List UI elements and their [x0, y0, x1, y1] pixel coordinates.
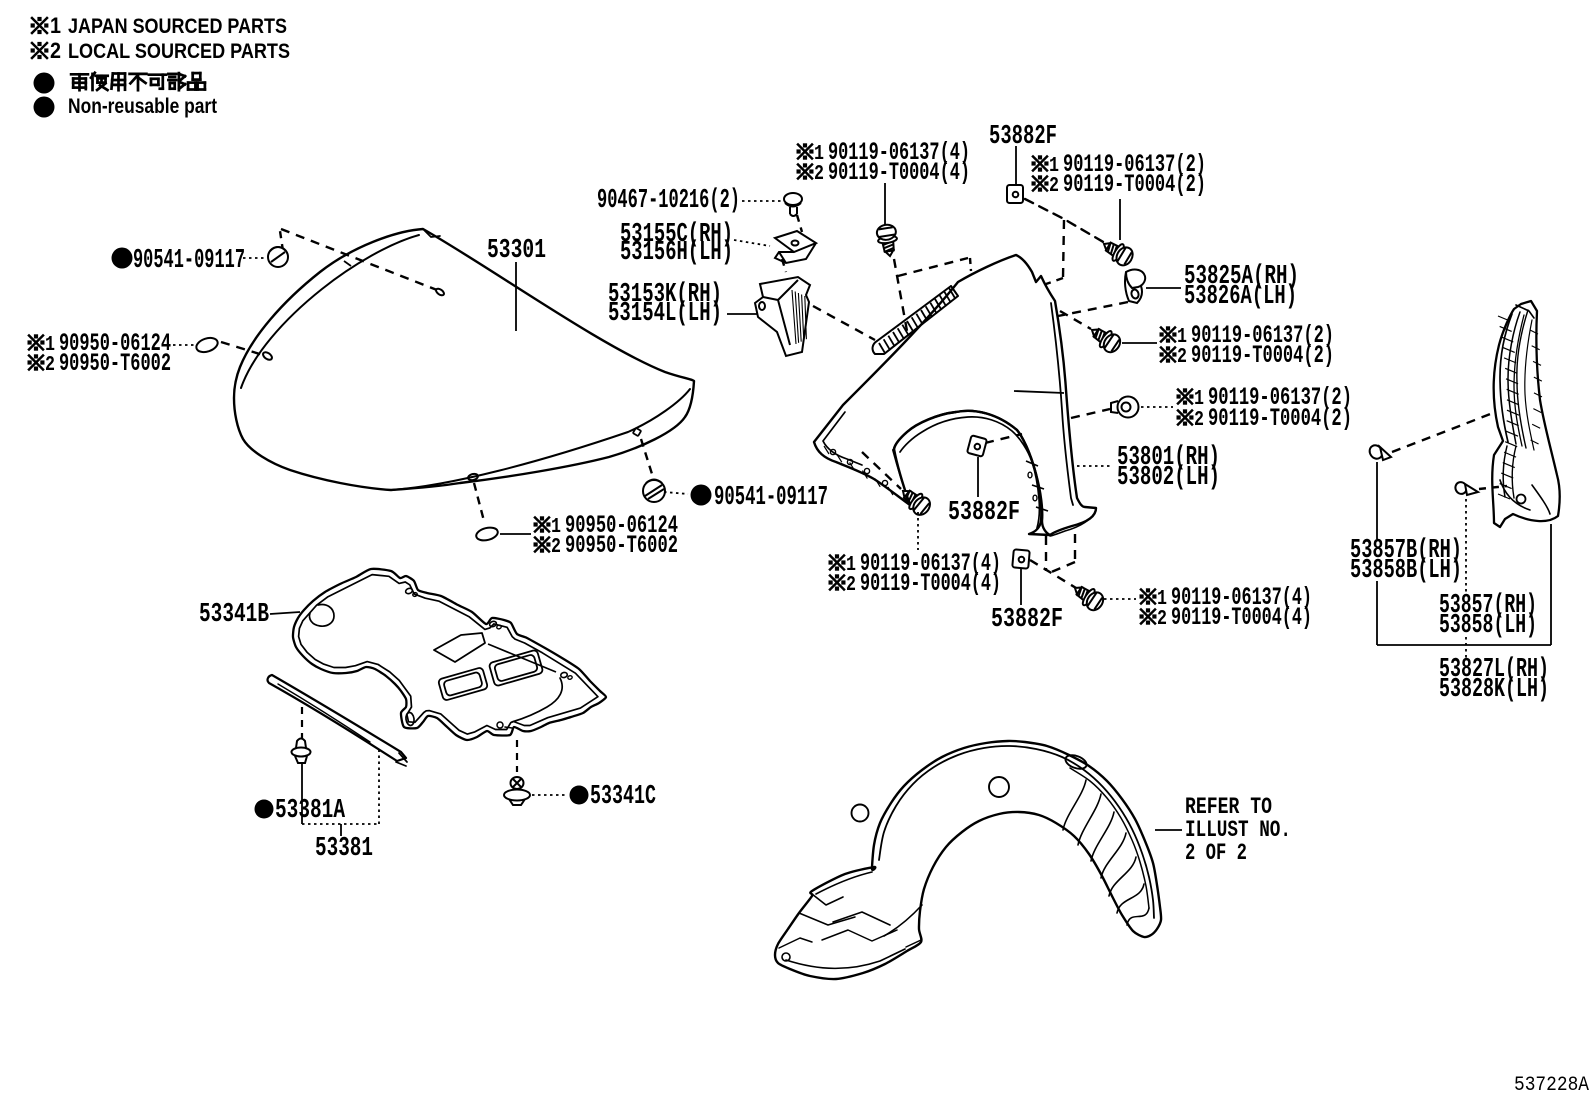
svg-text:2: 2: [1157, 608, 1167, 631]
svg-text:53381: 53381: [315, 834, 373, 864]
svg-text:53882F: 53882F: [991, 605, 1063, 635]
svg-text:90119-06137(4): 90119-06137(4): [828, 138, 970, 167]
svg-text:53857(RH): 53857(RH): [1439, 591, 1537, 621]
svg-text:53882F: 53882F: [948, 498, 1020, 528]
svg-text:Non-reusable part: Non-reusable part: [68, 95, 217, 118]
svg-text:53341C: 53341C: [590, 782, 656, 812]
svg-text:90119-06137(2): 90119-06137(2): [1208, 383, 1352, 412]
svg-text:53858B(LH): 53858B(LH): [1350, 556, 1462, 586]
svg-text:53153K(RH): 53153K(RH): [608, 280, 722, 310]
svg-text:90119-T0004(4): 90119-T0004(4): [828, 158, 970, 187]
svg-text:53827L(RH): 53827L(RH): [1439, 655, 1549, 685]
svg-text:1: 1: [551, 516, 561, 539]
svg-text:53155C(RH): 53155C(RH): [620, 220, 733, 250]
svg-text:2: 2: [551, 536, 561, 559]
svg-text:90119-T0004(2): 90119-T0004(2): [1208, 404, 1352, 433]
svg-text:2: 2: [814, 163, 824, 186]
svg-text:53826A(LH): 53826A(LH): [1184, 282, 1297, 312]
svg-text:53825A(RH): 53825A(RH): [1184, 262, 1299, 292]
svg-text:LOCAL SOURCED PARTS: LOCAL SOURCED PARTS: [68, 40, 290, 63]
svg-text:90541-09117: 90541-09117: [133, 246, 245, 276]
svg-text:90119-06137(4): 90119-06137(4): [1171, 583, 1312, 612]
svg-text:2: 2: [1194, 409, 1204, 432]
svg-text:90119-06137(4): 90119-06137(4): [860, 549, 1001, 578]
svg-text:53301: 53301: [487, 236, 546, 266]
svg-text:53154L(LH): 53154L(LH): [608, 299, 722, 329]
svg-text:1: 1: [1049, 155, 1059, 178]
svg-text:90119-T0004(4): 90119-T0004(4): [860, 569, 1001, 598]
svg-text:2: 2: [1177, 346, 1187, 369]
svg-text:90541-09117: 90541-09117: [714, 483, 828, 513]
svg-text:1: 1: [50, 13, 61, 38]
svg-text:90119-T0004(2): 90119-T0004(2): [1063, 170, 1206, 199]
svg-text:1: 1: [814, 143, 824, 166]
svg-text:2: 2: [846, 574, 856, 597]
svg-text:53828K(LH): 53828K(LH): [1439, 675, 1549, 705]
svg-text:537228A: 537228A: [1514, 1074, 1589, 1097]
svg-text:JAPAN SOURCED PARTS: JAPAN SOURCED PARTS: [68, 15, 287, 38]
svg-text:53156H(LH): 53156H(LH): [620, 238, 733, 268]
svg-text:90950-06124: 90950-06124: [565, 511, 678, 540]
svg-text:53882F: 53882F: [989, 122, 1057, 152]
svg-text:53858(LH): 53858(LH): [1439, 611, 1537, 641]
svg-text:90119-06137(2): 90119-06137(2): [1063, 150, 1206, 179]
svg-text:90119-T0004(2): 90119-T0004(2): [1191, 341, 1334, 370]
svg-text:1: 1: [1157, 588, 1167, 611]
svg-text:53801(RH): 53801(RH): [1117, 443, 1220, 473]
svg-text:ILLUST NO.: ILLUST NO.: [1185, 817, 1291, 843]
svg-text:1: 1: [1194, 388, 1204, 411]
svg-text:53857B(RH): 53857B(RH): [1350, 536, 1462, 566]
svg-text:53802(LH): 53802(LH): [1117, 463, 1220, 493]
svg-text:2: 2: [1049, 175, 1059, 198]
svg-text:90119-06137(2): 90119-06137(2): [1191, 321, 1334, 350]
svg-text:1: 1: [45, 334, 55, 357]
svg-text:90119-T0004(4): 90119-T0004(4): [1171, 603, 1312, 632]
svg-text:90950-06124: 90950-06124: [59, 329, 171, 358]
svg-text:90950-T6002: 90950-T6002: [565, 531, 678, 560]
svg-text:90467-10216(2): 90467-10216(2): [597, 186, 740, 216]
svg-text:53341B: 53341B: [199, 600, 269, 630]
svg-text:2: 2: [45, 354, 55, 377]
svg-text:1: 1: [846, 554, 856, 577]
svg-text:1: 1: [1177, 326, 1187, 349]
svg-text:2: 2: [50, 38, 61, 63]
svg-text:53381A: 53381A: [275, 796, 346, 826]
svg-text:REFER TO: REFER TO: [1185, 794, 1272, 820]
svg-text:90950-T6002: 90950-T6002: [59, 349, 171, 378]
svg-text:2 OF 2: 2 OF 2: [1185, 840, 1247, 866]
